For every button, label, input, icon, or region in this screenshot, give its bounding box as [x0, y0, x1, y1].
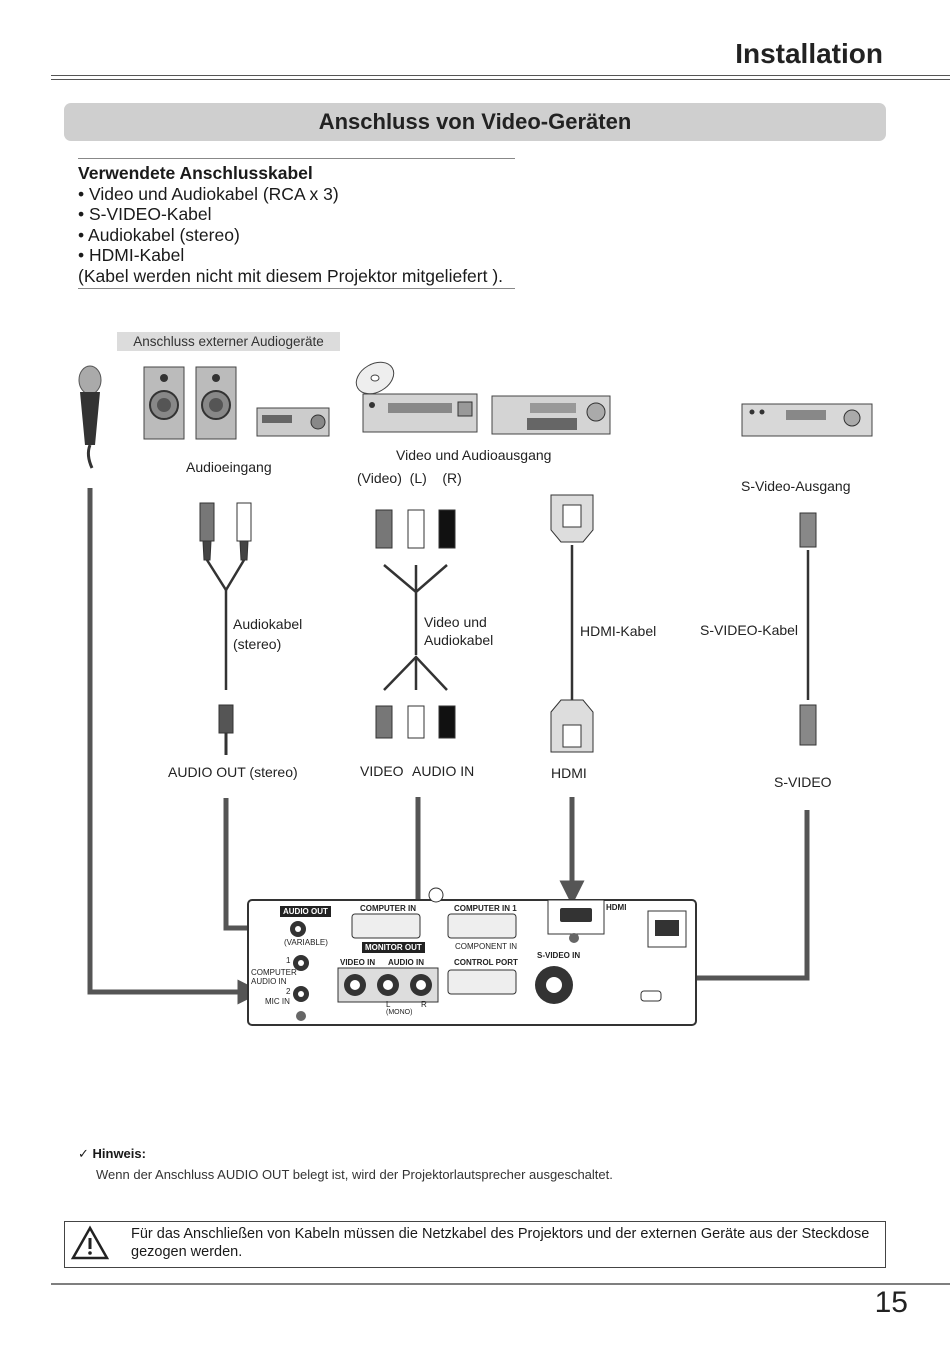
header-rule-top [51, 75, 950, 76]
audio-cable-label-sub: (stereo) [233, 636, 282, 652]
disc-icon [355, 361, 395, 395]
panel-video-in-label: VIDEO IN [340, 958, 376, 967]
warning-box [64, 1221, 886, 1268]
panel-computer-in-1-label: COMPUTER IN 1 [454, 904, 517, 913]
video-audio-output-label: Video und Audioausgang [396, 447, 552, 463]
hdmi-label: HDMI [551, 765, 587, 781]
rca-channels-label: (Video) (L) (R) [357, 470, 462, 486]
panel-mic-in-label: MIC IN [265, 997, 290, 1006]
panel-computer-in-label: COMPUTER IN [360, 904, 416, 913]
cables-heading: Verwendete Anschlusskabel [78, 163, 313, 183]
cable-item: • Audiokabel (stereo) [78, 224, 240, 245]
audio-in-label: AUDIO IN [412, 763, 475, 779]
external-audio-label: Anschluss externer Audiogeräte [117, 332, 340, 351]
audio-out-label: AUDIO OUT (stereo) [168, 764, 298, 780]
hdmi-cable [550, 494, 594, 753]
vcr-icon [741, 403, 873, 437]
panel-audio-out-label: AUDIO OUT [280, 906, 331, 917]
note-title: ✓ Hinweis: [78, 1146, 146, 1161]
projector-panel [247, 887, 697, 1026]
section-title: Anschluss von Video-Geräten [64, 103, 886, 141]
warning-text: Für das Anschließen von Kabeln müssen di… [131, 1226, 870, 1260]
cable-item: • HDMI-Kabel [78, 245, 185, 265]
svideo-cable [799, 512, 817, 746]
speaker-icon [195, 366, 237, 440]
panel-computer-audio-in-label: COMPUTER AUDIO IN [251, 968, 297, 986]
warning-icon [70, 1225, 110, 1260]
panel-variable-label: (VARIABLE) [284, 938, 328, 947]
page-number: 15 [874, 1286, 908, 1319]
av-receiver-icon [491, 395, 611, 435]
audio-stereo-cable [199, 502, 252, 755]
panel-control-port-label: CONTROL PORT [454, 958, 518, 967]
amplifier-icon [256, 407, 330, 437]
cable-item: • Video und Audiokabel (RCA x 3) [78, 183, 339, 204]
svideo-cable-label: S-VIDEO-Kabel [700, 622, 799, 638]
cables-note: (Kabel werden nicht mit diesem Projektor… [78, 265, 504, 286]
page-header-title: Installation [735, 38, 883, 69]
hdmi-cable-label: HDMI-Kabel [580, 623, 657, 639]
svideo-label: S-VIDEO [774, 774, 832, 790]
svideo-output-label: S-Video-Ausgang [741, 478, 851, 494]
panel-hdmi-label: HDMI [606, 903, 627, 912]
audio-cable-label: Audiokabel [233, 616, 303, 632]
panel-r-label: R [421, 1000, 427, 1009]
panel-mono-label: (MONO) [386, 1009, 413, 1016]
note-text: Wenn der Anschluss AUDIO OUT belegt ist,… [96, 1167, 613, 1182]
dvd-player-icon [362, 393, 478, 433]
av-cable-label: Video und [424, 614, 487, 630]
panel-port-1-label: 1 [286, 956, 291, 965]
panel-audio-in-label: AUDIO IN [388, 958, 424, 967]
video-label: VIDEO [360, 763, 404, 779]
cables-list: Verwendete Anschlusskabel • Video und Au… [78, 158, 515, 289]
cable-item: • S-VIDEO-Kabel [78, 204, 212, 224]
av-cable-label-sub: Audiokabel [424, 632, 494, 648]
header-rule-bottom [51, 79, 950, 80]
audio-input-label: Audioeingang [186, 459, 272, 475]
panel-l-label: L [386, 1000, 391, 1009]
panel-monitor-out-label: MONITOR OUT [362, 942, 425, 953]
panel-svideo-in-label: S-VIDEO IN [537, 951, 581, 960]
panel-component-in-label: COMPONENT IN [455, 942, 518, 951]
panel-port-2-label: 2 [286, 987, 291, 996]
av-cable [375, 509, 456, 739]
microphone-icon [78, 365, 102, 469]
speaker-icon [143, 366, 185, 440]
